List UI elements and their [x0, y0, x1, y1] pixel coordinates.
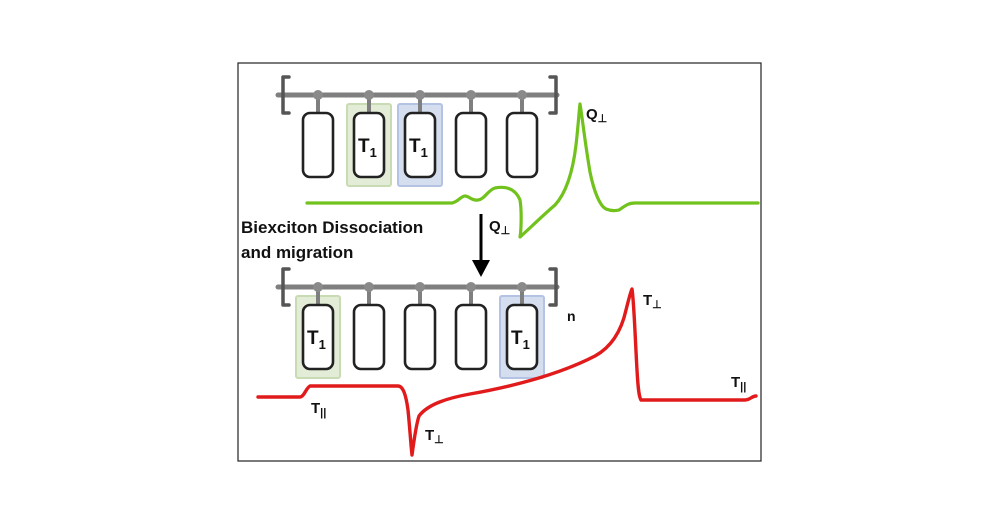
- top-unit-3-node: [415, 90, 425, 100]
- top-unit-5: [505, 90, 539, 179]
- bottom-unit-1-box: [301, 303, 335, 371]
- green-trough-label: Q⊥: [489, 218, 510, 237]
- top-polymer-chain: T1 T1: [275, 75, 560, 187]
- bottom-unit-5-node: [517, 282, 527, 292]
- red-left-step-label: T||: [311, 400, 326, 419]
- top-unit-5-box: [505, 111, 539, 179]
- green-spectrum-trace: [305, 102, 760, 239]
- top-left-bracket: [281, 75, 291, 115]
- process-caption-line2: and migration: [241, 243, 353, 262]
- red-spectrum-trace: [256, 287, 758, 457]
- top-unit-1-box: [301, 111, 335, 179]
- bottom-left-bracket: [281, 267, 291, 307]
- bottom-unit-1: T1: [295, 282, 341, 379]
- bottom-unit-3: [403, 282, 437, 371]
- bottom-unit-4-node: [466, 282, 476, 292]
- bottom-unit-5: T1: [499, 282, 545, 379]
- red-peak-label: T⊥: [643, 292, 662, 311]
- top-unit-5-node: [517, 90, 527, 100]
- top-unit-1: [301, 90, 335, 179]
- top-unit-4: [454, 90, 488, 179]
- down-arrow-icon: [472, 214, 490, 277]
- bottom-unit-1-node: [313, 282, 323, 292]
- top-unit-3: T1: [397, 90, 443, 187]
- green-peak-label: Q⊥: [586, 106, 607, 125]
- repeat-unit-label: n: [567, 308, 576, 324]
- bottom-unit-1-label: T1: [307, 328, 326, 352]
- process-caption-line1: Biexciton Dissociation: [241, 218, 423, 237]
- top-unit-2-label: T1: [358, 136, 377, 160]
- red-trough-label: T⊥: [425, 427, 444, 446]
- top-right-bracket: [548, 75, 558, 115]
- bottom-unit-4: [454, 282, 488, 371]
- red-right-step-label: T||: [731, 374, 746, 393]
- bottom-unit-5-box: [505, 303, 539, 371]
- top-unit-2-box: [352, 111, 386, 179]
- bottom-unit-2-box: [352, 303, 386, 371]
- bottom-polymer-chain: n T1 T1: [275, 267, 576, 379]
- bottom-unit-3-node: [415, 282, 425, 292]
- bottom-unit-3-box: [403, 303, 437, 371]
- top-unit-2: T1: [346, 90, 392, 187]
- top-unit-3-box: [403, 111, 437, 179]
- bottom-unit-5-label: T1: [511, 328, 530, 352]
- top-unit-4-node: [466, 90, 476, 100]
- bottom-right-bracket: [548, 267, 558, 307]
- top-unit-4-box: [454, 111, 488, 179]
- top-unit-3-label: T1: [409, 136, 428, 160]
- top-unit-1-node: [313, 90, 323, 100]
- top-unit-2-node: [364, 90, 374, 100]
- bottom-unit-2: [352, 282, 386, 371]
- bottom-unit-4-box: [454, 303, 488, 371]
- bottom-unit-2-node: [364, 282, 374, 292]
